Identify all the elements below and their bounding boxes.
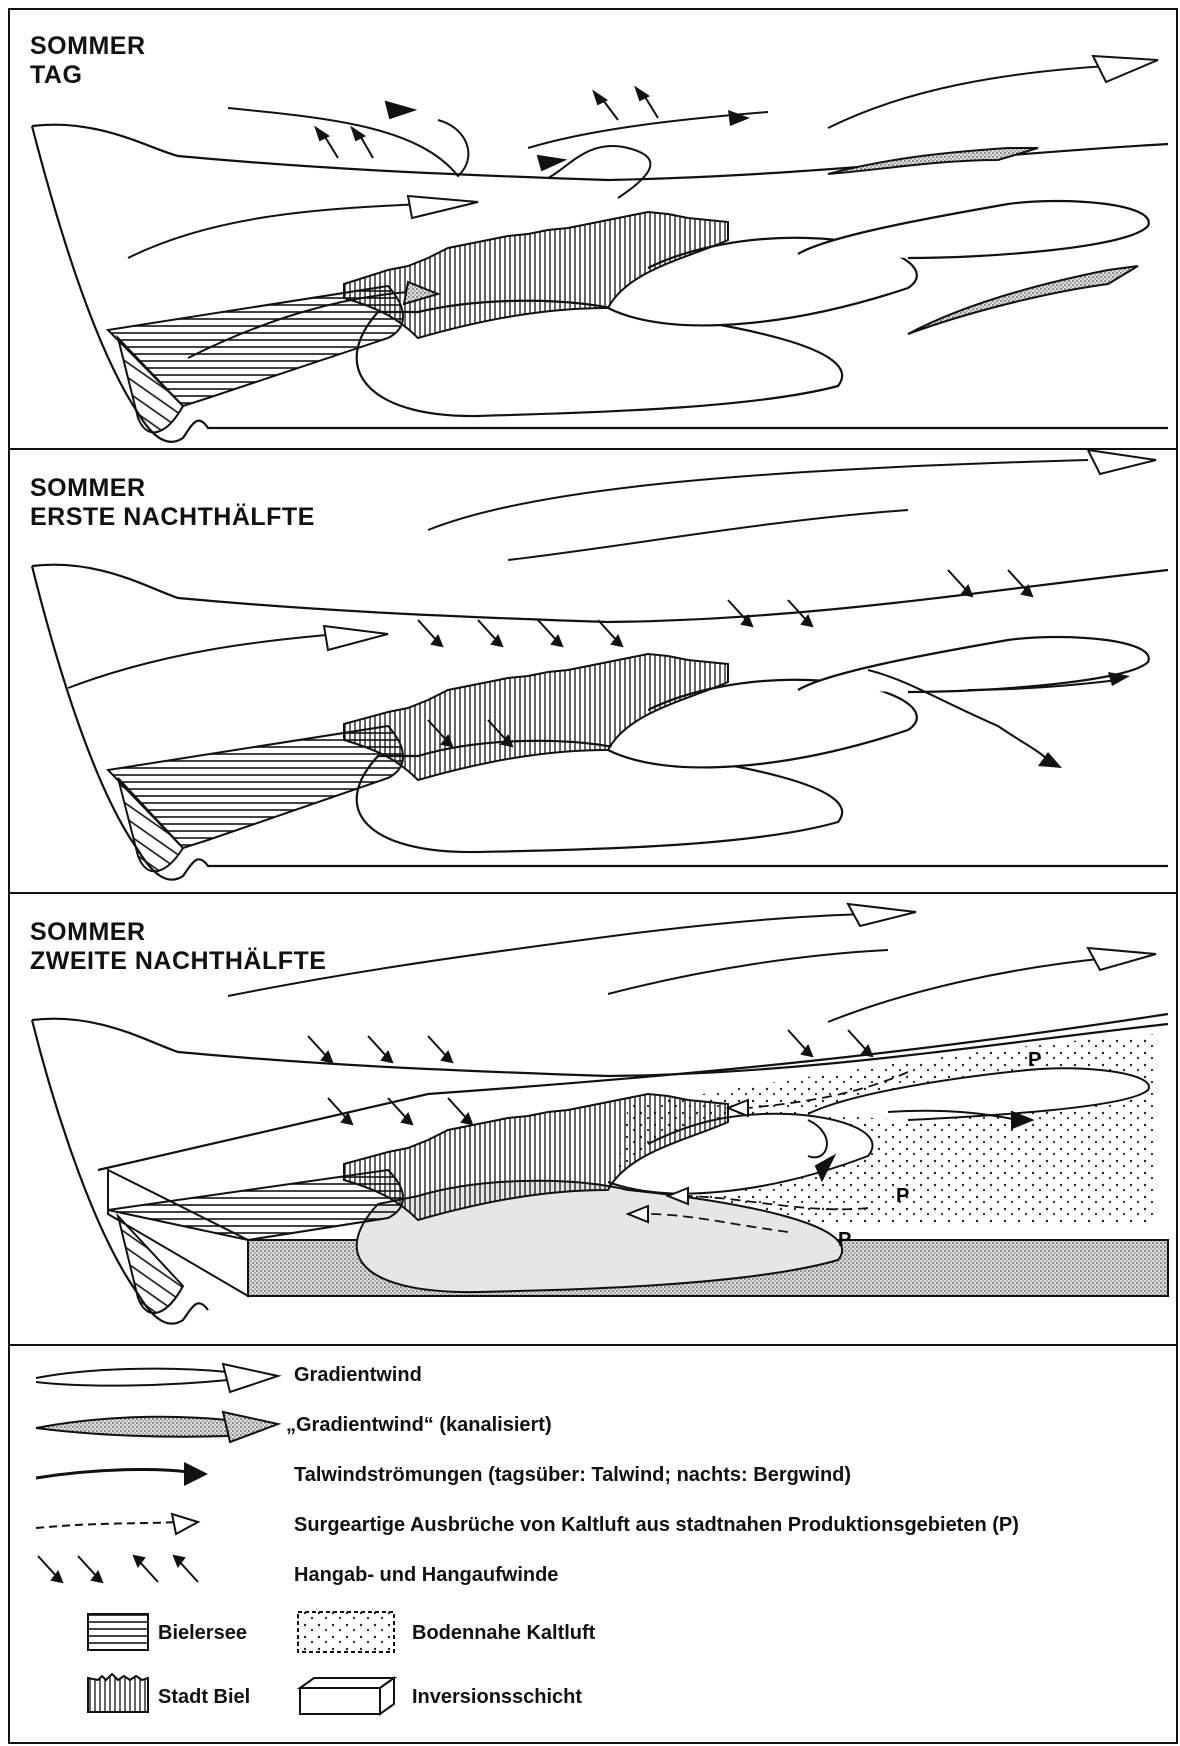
gradient-wind-stream — [428, 460, 1088, 530]
legend-lake-swatch — [88, 1614, 148, 1650]
gradient-wind-arrowhead — [1093, 56, 1158, 82]
production-area-label: P — [1028, 1049, 1041, 1071]
legend-city-swatch — [88, 1674, 148, 1712]
legend-city-label: Stadt Biel — [158, 1686, 250, 1709]
gradient-wind-stream — [828, 66, 1108, 128]
legend-gradientwind-symbol — [36, 1369, 228, 1378]
legend-gradientwind-label: Gradientwind — [294, 1364, 422, 1387]
gradient-wind-stream — [608, 950, 888, 994]
panel-title-time: ERSTE NACHTHÄLFTE — [30, 503, 315, 532]
legend-surge-symbol — [36, 1522, 176, 1528]
channeled-wind — [908, 266, 1138, 334]
panel-title: SOMMER TAG — [30, 32, 146, 90]
panel-title-season: SOMMER — [30, 32, 146, 61]
talwind-arrowhead — [538, 156, 564, 170]
legend-channeled-wind-arrowhead — [223, 1412, 278, 1442]
channeled-wind — [828, 148, 1038, 174]
hill-back — [798, 637, 1149, 692]
talwind-arrowhead — [728, 110, 750, 126]
legend-talwind-label: Talwindströmungen (tagsüber: Talwind; na… — [294, 1464, 851, 1487]
panel-summer-second-night-half: P P P SOMMER ZWEITE NACHTHÄLFTE — [8, 894, 1178, 1346]
panel-summer-first-night-half: SOMMER ERSTE NACHTHÄLFTE — [8, 450, 1178, 894]
legend-slope-winds-symbol — [38, 1556, 198, 1582]
panel-title-season: SOMMER — [30, 918, 326, 947]
ridge-line — [32, 565, 1168, 622]
gradient-wind-stream — [228, 108, 468, 176]
talwind-arrowhead — [1108, 672, 1130, 686]
legend-cold-air-swatch — [298, 1612, 394, 1652]
legend-channeled-wind-symbol — [36, 1417, 228, 1437]
valley-outline — [32, 1020, 208, 1324]
gradient-wind-stream — [128, 204, 428, 258]
legend-inversion-label: Inversionsschicht — [412, 1686, 582, 1709]
gradient-wind-arrowhead — [408, 196, 478, 218]
production-area-label: P — [838, 1229, 851, 1251]
legend-talwind-symbol — [36, 1470, 188, 1478]
legend-cold-air-label: Bodennahe Kaltluft — [412, 1622, 595, 1645]
gradient-wind-stream — [68, 634, 338, 688]
panel-title: SOMMER ERSTE NACHTHÄLFTE — [30, 474, 315, 532]
gradient-wind-stream — [508, 510, 908, 560]
legend-surge-arrowhead — [172, 1514, 198, 1534]
panel-summer-day-diagram — [8, 8, 1178, 450]
legend-channeled-wind-label: „Gradientwind“ (kanalisiert) — [286, 1414, 552, 1437]
panel-title-time: ZWEITE NACHTHÄLFTE — [30, 947, 326, 976]
talwind-stream — [548, 146, 650, 198]
legend-talwind-arrowhead — [184, 1462, 208, 1486]
legend-inversion-swatch — [300, 1678, 394, 1714]
gradient-wind-arrowhead — [1088, 450, 1156, 474]
legend: Gradientwind „Gradientwind“ (kanalisiert… — [8, 1346, 1178, 1744]
gradient-wind-arrowhead — [848, 904, 916, 926]
legend-slope-winds-label: Hangab- und Hangaufwinde — [294, 1564, 558, 1587]
panel-title-season: SOMMER — [30, 474, 315, 503]
gradient-wind-arrowhead — [1088, 948, 1156, 970]
panel-summer-day: SOMMER TAG — [8, 8, 1178, 450]
panel-title: SOMMER ZWEITE NACHTHÄLFTE — [30, 918, 326, 976]
hill-back — [798, 201, 1149, 258]
legend-surge-label: Surgeartige Ausbrüche von Kaltluft aus s… — [294, 1514, 1019, 1537]
legend-lake-label: Bielersee — [158, 1622, 247, 1645]
panel-title-time: TAG — [30, 61, 146, 90]
legend-gradientwind-arrowhead — [223, 1364, 278, 1392]
gradient-wind-arrowhead — [324, 626, 388, 650]
gradient-wind-stream — [828, 958, 1108, 1022]
legend-symbols — [8, 1346, 1178, 1744]
production-area-label: P — [896, 1185, 909, 1207]
talwind-arrowhead — [386, 102, 414, 118]
